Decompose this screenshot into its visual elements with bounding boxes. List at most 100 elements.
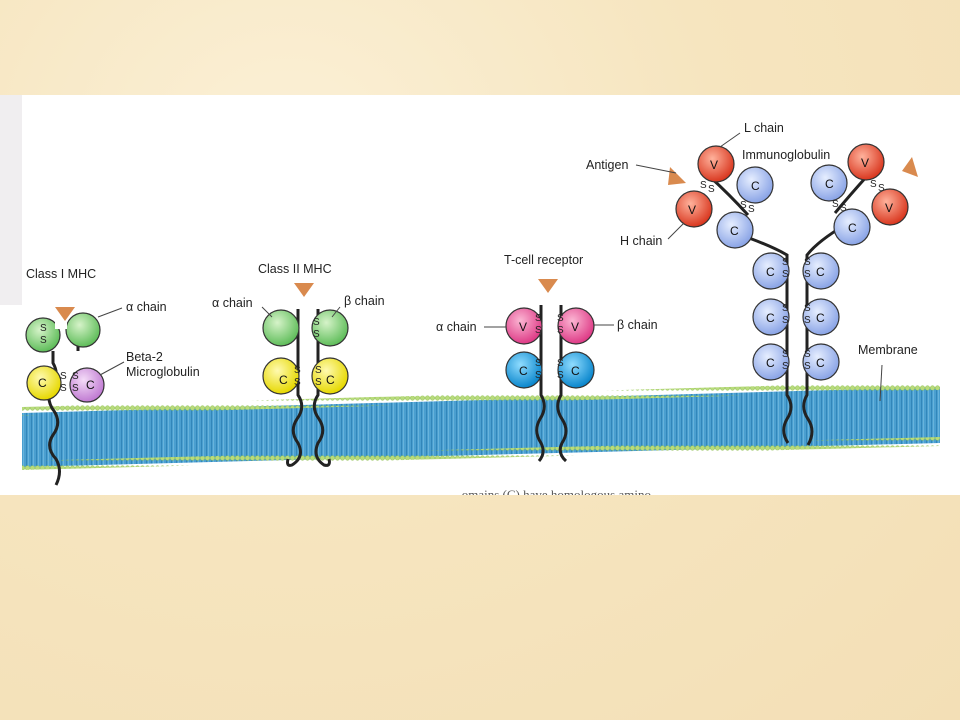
immunoglobulin-superfamily-figure: S S C S S S S C Class I MHC α chain Beta… (0, 95, 960, 495)
svg-text:S: S (804, 361, 811, 372)
svg-text:S: S (535, 358, 542, 369)
svg-text:V: V (519, 320, 527, 334)
peptide-antigen-icon (55, 307, 75, 321)
beta2-microglobulin-domain (69, 367, 105, 403)
svg-text:S: S (294, 377, 301, 388)
beta-constant-domain (557, 351, 595, 389)
svg-text:S: S (804, 269, 811, 280)
beta1-domain (311, 309, 349, 347)
right-heavy-constant1-domain (833, 208, 871, 246)
svg-text:S: S (315, 365, 322, 376)
beta2-domain (311, 357, 349, 395)
right-light-variable-domain (847, 143, 885, 181)
membrane (22, 381, 940, 470)
svg-text:C: C (816, 356, 825, 370)
heavy-ch4-right (802, 343, 840, 381)
svg-text:S: S (782, 361, 789, 372)
svg-text:S: S (832, 199, 839, 210)
svg-text:S: S (294, 365, 301, 376)
svg-text:S: S (804, 257, 811, 268)
svg-text:C: C (86, 378, 95, 392)
svg-text:C: C (519, 364, 528, 378)
beta2-label-line1: Beta-2 (126, 350, 163, 364)
left-light-variable-domain (697, 145, 735, 183)
left-light-constant-domain (736, 166, 774, 204)
svg-text:S: S (782, 269, 789, 280)
svg-text:S: S (804, 303, 811, 314)
alpha2-domain (262, 357, 300, 395)
svg-text:S: S (804, 315, 811, 326)
svg-text:S: S (535, 370, 542, 381)
svg-text:S: S (313, 329, 320, 340)
alpha1-domain (262, 309, 300, 347)
alpha2-domain (65, 312, 101, 348)
heavy-ch3-right (802, 298, 840, 336)
svg-text:S: S (748, 204, 755, 215)
t-cell-receptor: V S S S S V C S S S S C (484, 279, 614, 463)
molecule-diagram: S S C S S S S C Class I MHC α chain Beta… (0, 95, 940, 495)
svg-text:S: S (740, 200, 747, 211)
svg-text:C: C (279, 373, 288, 387)
class-i-mhc: S S C S S S S C (25, 307, 125, 486)
svg-text:C: C (766, 265, 775, 279)
heavy-ch2-right (802, 252, 840, 290)
alpha1-domain (25, 317, 61, 353)
scan-edge-shadow (0, 95, 22, 305)
svg-text:C: C (38, 376, 47, 390)
svg-text:V: V (861, 156, 869, 170)
svg-text:S: S (878, 183, 885, 194)
ig-heavy-chain-label: H chain (620, 234, 662, 248)
heavy-ch4-left (752, 343, 790, 381)
svg-text:S: S (700, 180, 707, 191)
svg-text:S: S (782, 257, 789, 268)
right-antigen-icon (902, 157, 918, 177)
svg-text:S: S (60, 371, 67, 382)
svg-text:S: S (60, 383, 67, 394)
svg-text:C: C (766, 311, 775, 325)
class-i-mhc-title: Class I MHC (26, 267, 96, 281)
svg-text:S: S (72, 383, 79, 394)
svg-text:C: C (825, 177, 834, 191)
svg-text:S: S (557, 313, 564, 324)
class-ii-alpha-chain-label: α chain (212, 296, 253, 310)
svg-text:S: S (870, 179, 877, 190)
ig-light-chain-label: L chain (744, 121, 784, 135)
svg-text:S: S (40, 335, 47, 346)
svg-text:S: S (313, 317, 320, 328)
svg-text:S: S (535, 313, 542, 324)
svg-text:S: S (840, 203, 847, 214)
cut-caption: ...omains (C) have homologous amino (452, 487, 651, 495)
right-heavy-variable-domain (871, 188, 909, 226)
left-antigen-icon (668, 167, 686, 185)
left-heavy-constant1-domain (716, 211, 754, 249)
svg-text:S: S (557, 358, 564, 369)
class-ii-beta-chain-label: β chain (344, 294, 385, 308)
peptide-antigen-icon (294, 283, 314, 297)
svg-text:C: C (326, 373, 335, 387)
svg-text:S: S (72, 371, 79, 382)
svg-text:S: S (708, 184, 715, 195)
class-ii-mhc-title: Class II MHC (258, 262, 332, 276)
svg-text:S: S (315, 377, 322, 388)
svg-text:V: V (688, 203, 696, 217)
left-heavy-variable-domain (675, 190, 713, 228)
t-cell-receptor-title: T-cell receptor (504, 253, 583, 267)
class-i-alpha-chain-label: α chain (126, 300, 167, 314)
ig-antigen-label: Antigen (586, 158, 628, 172)
svg-text:C: C (816, 265, 825, 279)
svg-text:C: C (766, 356, 775, 370)
svg-text:C: C (730, 224, 739, 238)
tcr-beta-chain-label: β chain (617, 318, 658, 332)
alpha-constant-domain (505, 351, 543, 389)
svg-text:S: S (782, 349, 789, 360)
right-light-constant-domain (810, 164, 848, 202)
svg-text:S: S (804, 349, 811, 360)
svg-text:S: S (557, 325, 564, 336)
heavy-ch2-left (752, 252, 790, 290)
svg-text:S: S (782, 315, 789, 326)
ig-title: Immunoglobulin (742, 148, 830, 162)
immunoglobulin: V C V C S S S S V C V C S S S (635, 132, 918, 446)
svg-text:S: S (557, 370, 564, 381)
svg-text:C: C (816, 311, 825, 325)
alpha-variable-domain (505, 307, 543, 345)
